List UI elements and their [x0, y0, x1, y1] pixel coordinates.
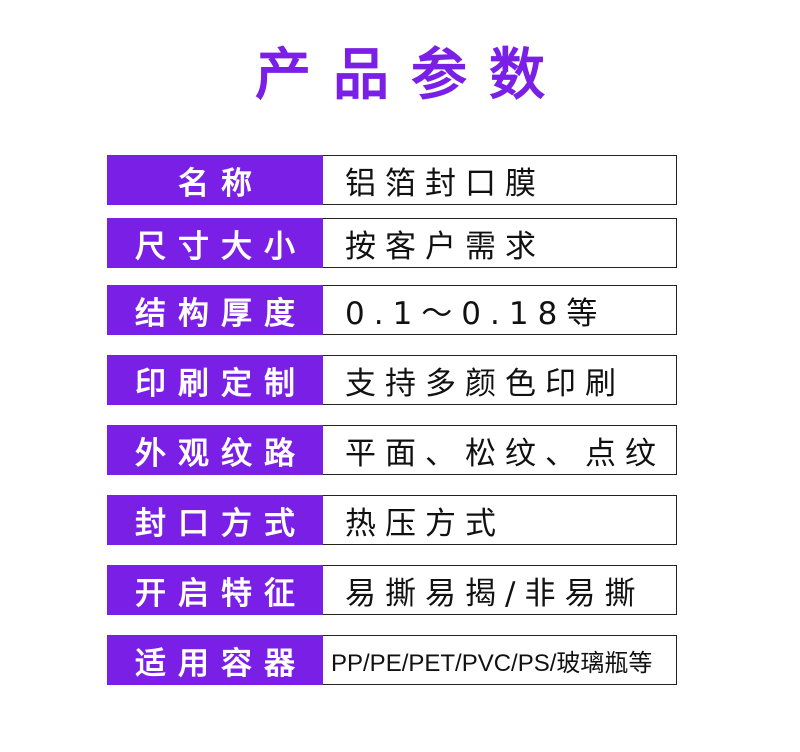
param-value: 热压方式 — [323, 495, 677, 545]
table-row: 外观纹路 平面、松纹、点纹 — [107, 425, 677, 475]
table-row: 开启特征 易撕易揭/非易撕 — [107, 565, 677, 615]
param-value: 支持多颜色印刷 — [323, 355, 677, 405]
param-label: 适用容器 — [107, 635, 323, 685]
table-row: 名称 铝箔封口膜 — [107, 155, 677, 205]
table-row: 尺寸大小 按客户需求 — [107, 218, 677, 268]
param-label: 开启特征 — [107, 565, 323, 615]
param-value: 易撕易揭/非易撕 — [323, 565, 677, 615]
page-title: 产品参数 — [255, 43, 567, 108]
table-row: 结构厚度 0.1～0.18等 — [107, 285, 677, 335]
param-label: 封口方式 — [107, 495, 323, 545]
table-row: 适用容器 PP/PE/PET/PVC/PS/玻璃瓶等 — [107, 635, 677, 685]
param-label: 外观纹路 — [107, 425, 323, 475]
param-value: PP/PE/PET/PVC/PS/玻璃瓶等 — [323, 635, 677, 685]
param-label: 名称 — [107, 155, 323, 205]
table-row: 印刷定制 支持多颜色印刷 — [107, 355, 677, 405]
table-row: 封口方式 热压方式 — [107, 495, 677, 545]
param-value: 按客户需求 — [323, 218, 677, 268]
param-label: 结构厚度 — [107, 285, 323, 335]
param-value: 铝箔封口膜 — [323, 155, 677, 205]
param-label: 印刷定制 — [107, 355, 323, 405]
param-value: 0.1～0.18等 — [323, 285, 677, 335]
param-value: 平面、松纹、点纹 — [323, 425, 677, 475]
param-label: 尺寸大小 — [107, 218, 323, 268]
